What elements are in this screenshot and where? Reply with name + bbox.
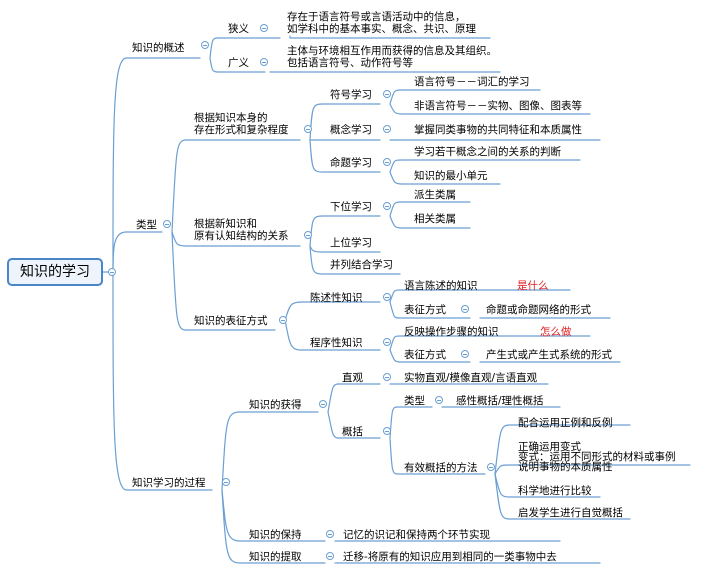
collapse-icon[interactable]	[383, 90, 391, 98]
node-representation-mode[interactable]: 表征方式	[404, 304, 446, 316]
node-acquisition[interactable]: 知识的获得	[249, 399, 302, 411]
collapse-icon[interactable]	[383, 293, 391, 301]
node-subordinate[interactable]: 下位学习	[330, 201, 372, 213]
collapse-icon[interactable]	[163, 220, 171, 228]
node-proposition-learning[interactable]: 命题学习	[330, 157, 372, 169]
node-retrieval[interactable]: 知识的提取	[249, 551, 302, 563]
broad-def-line1: 主体与环境相互作用而获得的信息及其组织。	[287, 45, 497, 57]
narrow-def-line1: 存在于语言符号或言语活动中的信息，	[287, 11, 466, 23]
node-concept-learning[interactable]: 概念学习	[330, 124, 372, 136]
leaf: 学习若干概念之间的关系的判断	[414, 146, 561, 158]
note-how: 怎么做	[540, 326, 572, 338]
node-by-relation-line1[interactable]: 根据新知识和	[194, 218, 257, 230]
leaf: 科学地进行比较	[518, 485, 592, 497]
collapse-icon[interactable]	[383, 373, 391, 381]
root-node[interactable]: 知识的学习	[7, 258, 103, 286]
node-intuition[interactable]: 直观	[342, 372, 363, 384]
leaf: 感性概括/理性概括	[456, 395, 544, 407]
node-narrow[interactable]: 狭义	[228, 23, 249, 35]
node-combinatorial[interactable]: 并列结合学习	[330, 259, 393, 271]
collapse-icon[interactable]	[435, 396, 443, 404]
node-representation-mode[interactable]: 表征方式	[404, 349, 446, 361]
collapse-icon[interactable]	[461, 305, 469, 313]
node-symbol-learning[interactable]: 符号学习	[330, 89, 372, 101]
collapse-icon[interactable]	[279, 316, 287, 324]
node-generalization[interactable]: 概括	[342, 426, 363, 438]
leaf: 说明事物的本质属性	[518, 461, 613, 473]
node-types[interactable]: 类型	[136, 219, 157, 231]
leaf: 掌握同类事物的共同特征和本质属性	[414, 124, 582, 136]
leaf: 派生类属	[414, 189, 456, 201]
node-by-relation-line2[interactable]: 原有认知结构的关系	[194, 230, 289, 242]
node-retention[interactable]: 知识的保持	[249, 529, 302, 541]
collapse-icon[interactable]	[260, 24, 268, 32]
collapse-icon[interactable]	[383, 125, 391, 133]
collapse-icon[interactable]	[201, 41, 209, 49]
collapse-icon[interactable]	[383, 158, 391, 166]
node-representation[interactable]: 知识的表征方式	[194, 315, 268, 327]
leaf: 命题或命题网络的形式	[486, 304, 591, 316]
collapse-icon[interactable]	[383, 202, 391, 210]
broad-def-line2: 包括语言符号、动作符号等	[287, 57, 413, 69]
leaf: 知识的最小单元	[414, 170, 488, 182]
leaf: 配合运用正例和反例	[518, 417, 613, 429]
node-effective-methods[interactable]: 有效概括的方法	[404, 462, 478, 474]
collapse-icon[interactable]	[461, 350, 469, 358]
collapse-icon[interactable]	[304, 125, 312, 133]
collapse-icon[interactable]	[487, 463, 495, 471]
node-declarative[interactable]: 陈述性知识	[310, 292, 363, 304]
node-procedural[interactable]: 程序性知识	[310, 337, 363, 349]
collapse-icon[interactable]	[326, 552, 334, 560]
leaf: 正确运用变式	[518, 441, 581, 453]
leaf: 相关类属	[414, 213, 456, 225]
collapse-icon[interactable]	[383, 427, 391, 435]
leaf: 产生式或产生式系统的形式	[486, 349, 612, 361]
collapse-icon[interactable]	[260, 58, 268, 66]
leaf: 反映操作步骤的知识	[404, 326, 499, 338]
leaf: 语言陈述的知识	[404, 280, 478, 292]
node-broad[interactable]: 广义	[228, 57, 249, 69]
leaf: 启发学生进行自觉概括	[518, 507, 623, 519]
node-overview[interactable]: 知识的概述	[132, 42, 185, 54]
collapse-icon[interactable]	[326, 530, 334, 538]
collapse-icon[interactable]	[222, 478, 230, 486]
leaf: 迁移-将原有的知识应用到相同的一类事物中去	[343, 551, 557, 563]
leaf: 非语言符号－－实物、图像、图表等	[414, 100, 582, 112]
leaf: 记忆的识记和保持两个环节实现	[343, 529, 490, 541]
node-gen-type[interactable]: 类型	[404, 395, 425, 407]
collapse-icon[interactable]	[319, 400, 327, 408]
collapse-icon[interactable]	[383, 338, 391, 346]
node-learning-process[interactable]: 知识学习的过程	[132, 477, 206, 489]
node-superordinate[interactable]: 上位学习	[330, 237, 372, 249]
leaf: 实物直观/模像直观/言语直观	[404, 372, 538, 384]
collapse-icon[interactable]	[304, 231, 312, 239]
leaf: 变式：运用不同形式的材料或事例	[518, 451, 676, 463]
node-by-form-line2[interactable]: 存在形式和复杂程度	[194, 124, 289, 136]
collapse-icon[interactable]	[108, 268, 116, 276]
note-what: 是什么	[517, 280, 549, 292]
leaf: 语言符号－－词汇的学习	[414, 76, 530, 88]
narrow-def-line2: 如学科中的基本事实、概念、共识、原理	[287, 23, 476, 35]
node-by-form-line1[interactable]: 根据知识本身的	[194, 112, 268, 124]
